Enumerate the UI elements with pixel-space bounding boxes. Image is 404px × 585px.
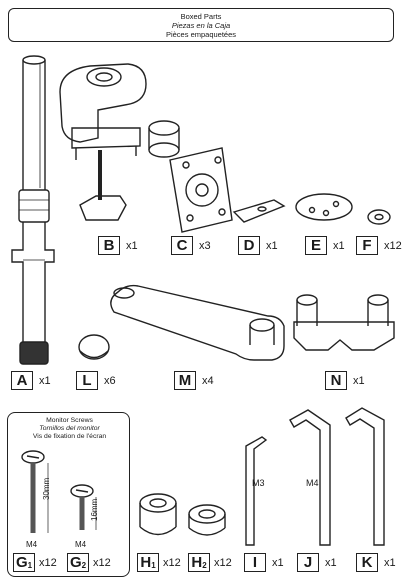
- part-quantity: x1: [272, 556, 284, 569]
- washer-illustration: [367, 209, 391, 225]
- g1-length-label: 30mm: [42, 477, 51, 500]
- part-letter: N: [325, 371, 347, 390]
- part-letter: L: [76, 371, 98, 390]
- desk-clamp-illustration: [59, 63, 147, 221]
- cover-plate-illustration: [232, 199, 286, 223]
- part-quantity: x3: [199, 239, 211, 252]
- part-letter: I: [244, 553, 266, 572]
- hex-key-medium-illustration: [289, 409, 331, 546]
- part-label-a: A x1: [11, 371, 51, 390]
- part-letter: D: [238, 236, 260, 255]
- screws-title-es: Tornillos del monitor: [39, 425, 100, 432]
- part-quantity: x1: [39, 374, 51, 387]
- part-letter: K: [356, 553, 378, 572]
- header-title-en: Boxed Parts: [180, 12, 222, 21]
- part-label-i: I x1: [244, 553, 284, 572]
- part-label-k: K x1: [356, 553, 396, 572]
- part-quantity: x4: [202, 374, 214, 387]
- part-label-e: E x1: [305, 236, 345, 255]
- screws-title-fr: Vis de fixation de l'écran: [32, 433, 107, 440]
- part-quantity: x12: [39, 556, 57, 569]
- hex-key-small-illustration: [245, 436, 268, 546]
- part-quantity: x12: [93, 556, 111, 569]
- part-quantity: x1: [353, 374, 365, 387]
- part-letter: J: [297, 553, 319, 572]
- part-quantity: x12: [384, 239, 402, 252]
- part-label-b: B x1: [98, 236, 138, 255]
- part-letter: E: [305, 236, 327, 255]
- hex-key-large-illustration: [345, 407, 385, 546]
- part-quantity: x6: [104, 374, 116, 387]
- part-label-f: F x12: [356, 236, 402, 255]
- part-quantity: x1: [384, 556, 396, 569]
- cap-illustration: [78, 334, 110, 360]
- part-quantity: x12: [214, 556, 232, 569]
- part-quantity: x1: [325, 556, 337, 569]
- short-screw-illustration: [70, 484, 97, 530]
- g1-size-label: M4: [26, 540, 38, 549]
- part-label-m: M x4: [174, 371, 214, 390]
- part-letter: B: [98, 236, 120, 255]
- g2-size-label: M4: [75, 540, 87, 549]
- part-letter: M: [174, 371, 196, 390]
- thick-spacer-illustration: [139, 493, 177, 536]
- long-screw-illustration: [21, 450, 49, 533]
- pole-illustration: [11, 55, 55, 365]
- thin-spacer-illustration: [188, 504, 226, 536]
- round-plate-illustration: [295, 193, 353, 221]
- j-size-label: M4: [306, 478, 319, 488]
- g2-length-label: 16mm: [90, 498, 99, 521]
- part-quantity: x1: [333, 239, 345, 252]
- part-label-c: C x3: [171, 236, 211, 255]
- monitor-screws-title: Monitor Screws Tornillos del monitor Vis…: [8, 417, 131, 441]
- monitor-screws-panel: Monitor Screws Tornillos del monitor Vis…: [7, 412, 130, 577]
- part-letter: A: [11, 371, 33, 390]
- part-quantity: x1: [126, 239, 138, 252]
- part-letter: F: [356, 236, 378, 255]
- double-bracket-illustration: [293, 294, 395, 351]
- part-quantity: x1: [266, 239, 278, 252]
- part-label-d: D x1: [238, 236, 278, 255]
- i-size-label: M3: [252, 478, 265, 488]
- header-title-es: Piezas en la Caja: [171, 21, 231, 30]
- part-label-j: J x1: [297, 553, 337, 572]
- part-label-n: N x1: [325, 371, 365, 390]
- extension-arm-illustration: [110, 284, 285, 361]
- boxed-parts-header: Boxed Parts Piezas en la Caja Pièces emp…: [8, 8, 394, 42]
- vesa-head-illustration: [148, 120, 233, 233]
- part-quantity: x12: [163, 556, 181, 569]
- part-letter: C: [171, 236, 193, 255]
- screws-title-en: Monitor Screws: [46, 417, 93, 424]
- header-title-fr: Pièces empaquetées: [165, 30, 237, 39]
- part-label-l: L x6: [76, 371, 116, 390]
